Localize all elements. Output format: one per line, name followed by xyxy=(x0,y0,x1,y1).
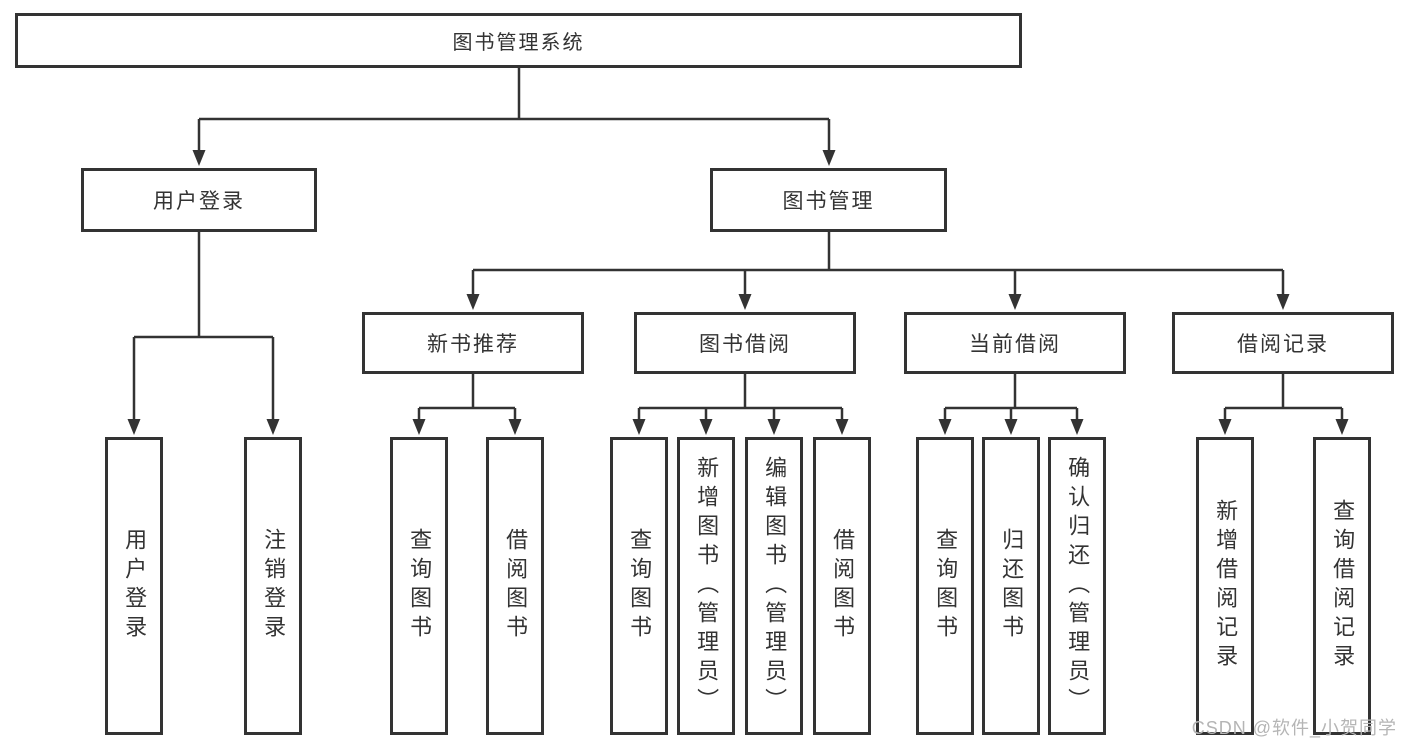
node-current-borrow: 当前借阅 xyxy=(904,312,1126,374)
leaf-cb-confirm-return-admin-label: 确认归还（管理员） xyxy=(1065,455,1091,717)
node-book-borrow-label: 图书借阅 xyxy=(699,333,791,356)
node-book-management-label: 图书管理 xyxy=(782,190,875,213)
leaf-br-query-record: 查询借阅记录 xyxy=(1313,437,1371,735)
node-root-system-label: 图书管理系统 xyxy=(452,32,585,54)
node-borrow-records-label: 借阅记录 xyxy=(1237,333,1329,356)
leaf-nb-borrow-book: 借阅图书 xyxy=(486,437,544,735)
leaf-cb-return-book: 归还图书 xyxy=(982,437,1040,735)
leaf-br-add-record: 新增借阅记录 xyxy=(1196,437,1254,735)
leaf-logout: 注销登录 xyxy=(244,437,302,735)
leaf-bb-query-book-label: 查询图书 xyxy=(627,528,653,644)
leaf-bb-add-book-admin: 新增图书（管理员） xyxy=(677,437,735,735)
leaf-bb-edit-book-admin-label: 编辑图书（管理员） xyxy=(762,455,788,717)
node-book-management: 图书管理 xyxy=(710,168,947,232)
leaf-cb-return-book-label: 归还图书 xyxy=(999,528,1025,644)
leaf-nb-query-book: 查询图书 xyxy=(390,437,448,735)
node-new-book-recommend-label: 新书推荐 xyxy=(427,333,519,356)
leaf-br-query-record-label: 查询借阅记录 xyxy=(1330,499,1356,673)
leaf-br-add-record-label: 新增借阅记录 xyxy=(1213,499,1239,673)
leaf-cb-query-book-label: 查询图书 xyxy=(933,528,959,644)
leaf-cb-confirm-return-admin: 确认归还（管理员） xyxy=(1048,437,1106,735)
node-user-login: 用户登录 xyxy=(81,168,317,232)
node-new-book-recommend: 新书推荐 xyxy=(362,312,584,374)
leaf-bb-borrow-book-label: 借阅图书 xyxy=(830,528,856,644)
leaf-logout-label: 注销登录 xyxy=(261,528,287,644)
csdn-watermark: CSDN @软件_小贺同学 xyxy=(1191,718,1397,738)
leaf-bb-edit-book-admin: 编辑图书（管理员） xyxy=(745,437,803,735)
leaf-user-login-label: 用户登录 xyxy=(122,528,148,644)
node-current-borrow-label: 当前借阅 xyxy=(969,333,1061,356)
leaf-nb-query-book-label: 查询图书 xyxy=(407,528,433,644)
node-user-login-label: 用户登录 xyxy=(153,190,245,213)
node-root-system: 图书管理系统 xyxy=(15,13,1022,68)
leaf-nb-borrow-book-label: 借阅图书 xyxy=(503,528,529,644)
leaf-bb-borrow-book: 借阅图书 xyxy=(813,437,871,735)
node-borrow-records: 借阅记录 xyxy=(1172,312,1394,374)
leaf-bb-query-book: 查询图书 xyxy=(610,437,668,735)
node-book-borrow: 图书借阅 xyxy=(634,312,856,374)
leaf-user-login: 用户登录 xyxy=(105,437,163,735)
leaf-bb-add-book-admin-label: 新增图书（管理员） xyxy=(694,455,720,717)
leaf-cb-query-book: 查询图书 xyxy=(916,437,974,735)
